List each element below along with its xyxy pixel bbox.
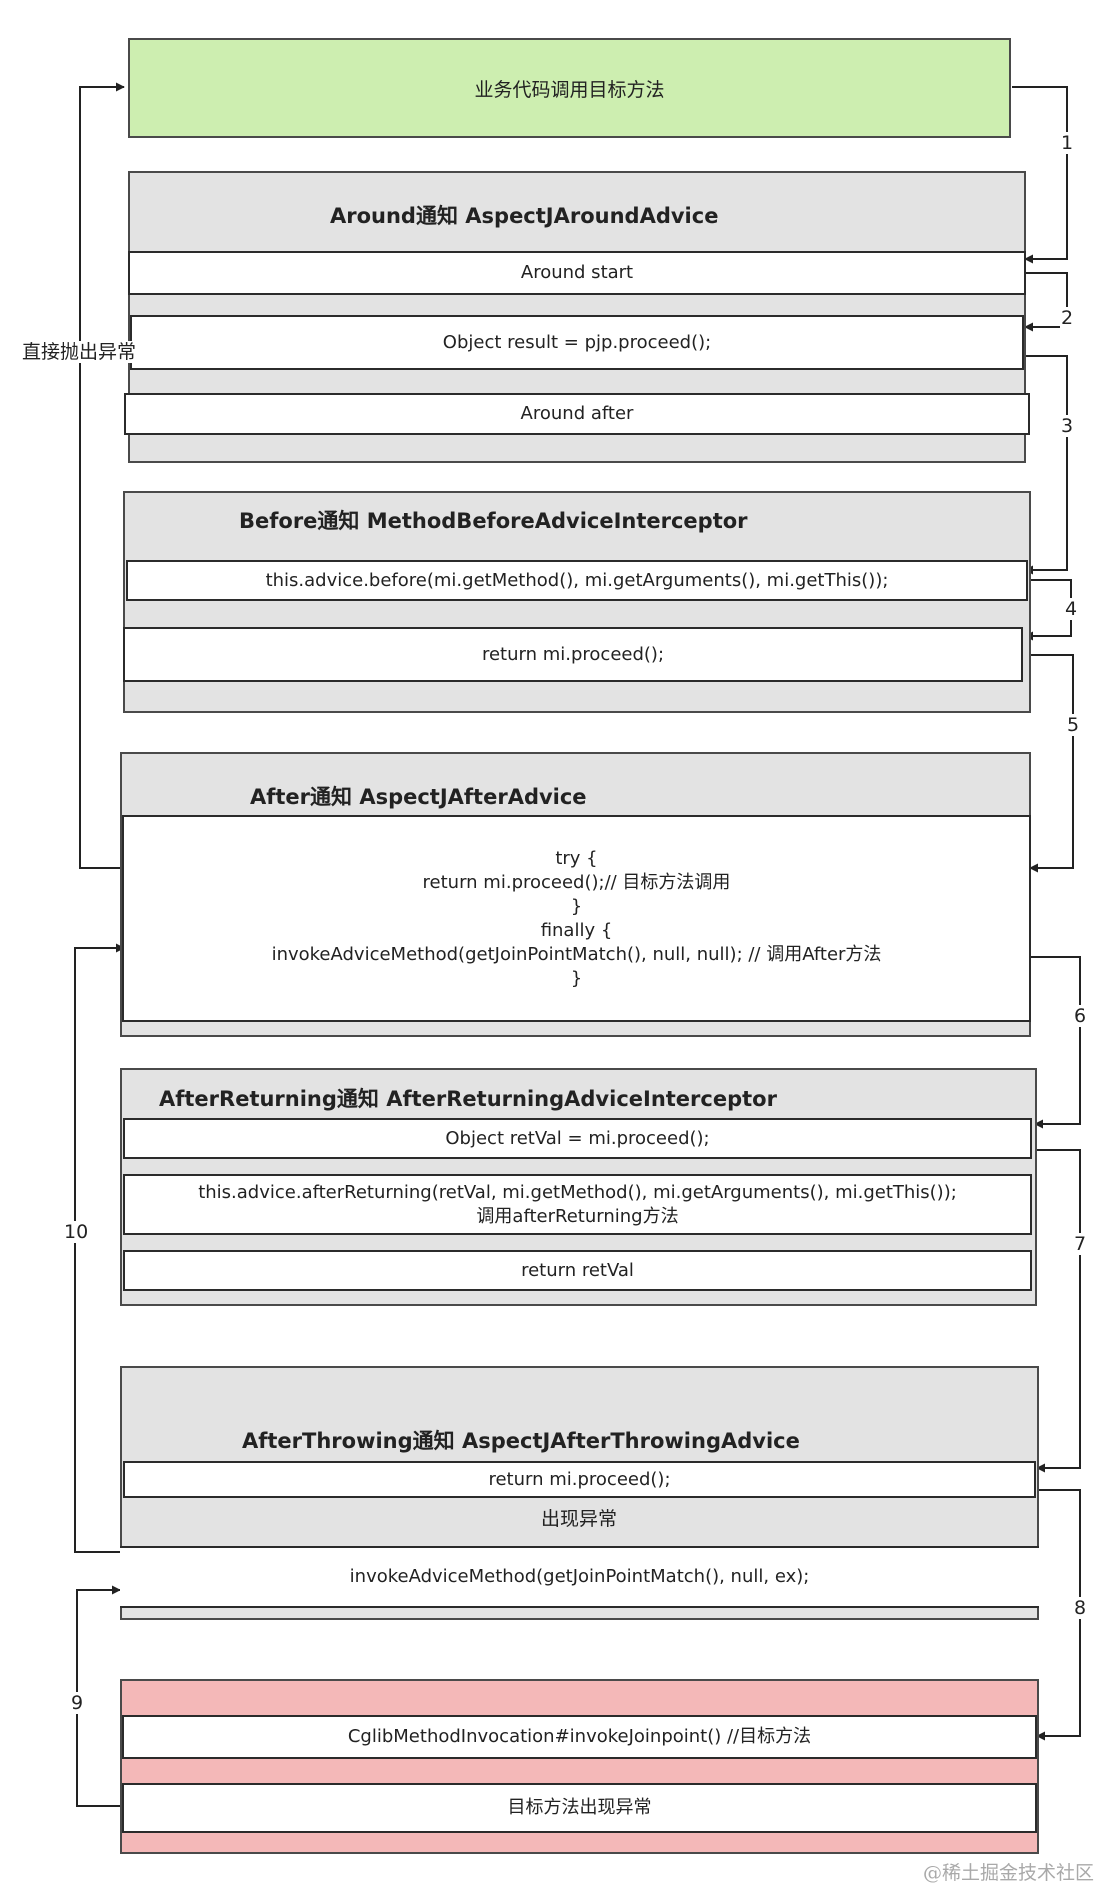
after-throwing-proceed-step: return mi.proceed(); bbox=[123, 1461, 1036, 1498]
target-invoke-step: CglibMethodInvocation#invokeJoinpoint() … bbox=[122, 1715, 1037, 1759]
after-throwing-title: AfterThrowing通知 AspectJAfterThrowingAdvi… bbox=[242, 1429, 800, 1453]
edge-label-4: 4 bbox=[1064, 598, 1079, 620]
after-returning-return-step: return retVal bbox=[123, 1250, 1032, 1291]
edge-5 bbox=[1025, 654, 1074, 873]
edge-label-6: 6 bbox=[1073, 1005, 1088, 1027]
after-advice-title: After通知 AspectJAfterAdvice bbox=[250, 785, 587, 809]
before-advice-title: Before通知 MethodBeforeAdviceInterceptor bbox=[239, 509, 748, 533]
edge-label-8: 8 bbox=[1073, 1597, 1088, 1619]
caller-label: 业务代码调用目标方法 bbox=[474, 78, 665, 101]
edge-label-5: 5 bbox=[1066, 714, 1081, 736]
around-start-step: Around start bbox=[128, 251, 1026, 295]
watermark: @稀土掘金技术社区 bbox=[922, 1862, 1094, 1884]
edge-3 bbox=[1024, 355, 1068, 575]
edge-throw-directly bbox=[79, 82, 125, 869]
throw-directly-label: 直接抛出异常 bbox=[22, 341, 137, 363]
around-advice-title: Around通知 AspectJAroundAdvice bbox=[330, 204, 719, 228]
edge-7 bbox=[1035, 1149, 1081, 1473]
edge-2 bbox=[1024, 272, 1068, 332]
caller-box: 业务代码调用目标方法 bbox=[128, 38, 1011, 138]
exception-occurs-label: 出现异常 bbox=[541, 1508, 618, 1530]
target-exception-step: 目标方法出现异常 bbox=[122, 1783, 1037, 1833]
edge-label-9: 9 bbox=[70, 1692, 85, 1714]
edge-label-10: 10 bbox=[63, 1221, 90, 1243]
after-returning-call-step: this.advice.afterReturning(retVal, mi.ge… bbox=[123, 1174, 1032, 1235]
edge-label-2: 2 bbox=[1060, 307, 1075, 329]
before-call-step: this.advice.before(mi.getMethod(), mi.ge… bbox=[126, 560, 1028, 601]
after-returning-title: AfterReturning通知 AfterReturningAdviceInt… bbox=[159, 1087, 777, 1111]
after-returning-proceed-step: Object retVal = mi.proceed(); bbox=[123, 1118, 1032, 1159]
edge-6 bbox=[1030, 956, 1081, 1129]
after-code-block: try { return mi.proceed();// 目标方法调用 } fi… bbox=[122, 815, 1031, 1022]
edge-label-1: 1 bbox=[1060, 132, 1075, 154]
edge-1 bbox=[1012, 86, 1068, 264]
around-after-step: Around after bbox=[124, 393, 1030, 435]
edge-label-3: 3 bbox=[1060, 415, 1075, 437]
after-throwing-invoke-step: invokeAdviceMethod(getJoinPointMatch(), … bbox=[120, 1546, 1039, 1608]
around-proceed-step: Object result = pjp.proceed(); bbox=[130, 315, 1024, 370]
edge-10 bbox=[74, 943, 125, 1553]
edge-label-7: 7 bbox=[1073, 1233, 1088, 1255]
before-proceed-step: return mi.proceed(); bbox=[123, 627, 1023, 682]
